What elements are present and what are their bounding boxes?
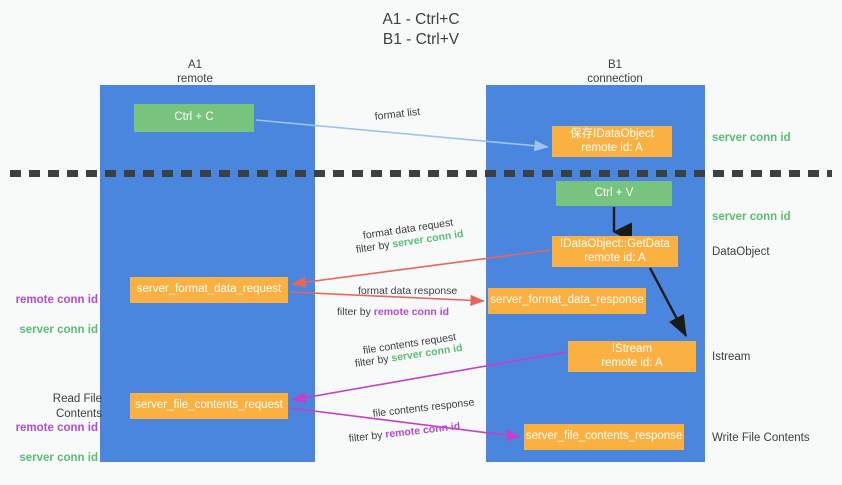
node-save-idataobject[interactable]: 保存IDataObject remote id: A (552, 126, 672, 157)
label-server-conn-id-mid: server conn id (712, 211, 791, 223)
filter-by-text: filter by (355, 238, 394, 256)
node-server-file-contents-request[interactable]: server_file_contents_request (130, 393, 288, 419)
node-ctrl-c[interactable]: Ctrl + C (134, 104, 254, 132)
label-server-conn-id: server conn id (19, 324, 98, 336)
edge-label-file-contents-response-filter: filter by remote conn id (348, 419, 461, 446)
filter-by-text-3: filter by (354, 352, 393, 370)
node-server-format-data-response[interactable]: server_format_data_response (488, 288, 646, 314)
node-server-file-contents-response[interactable]: server_file_contents_response (524, 424, 684, 450)
label-remote-conn-id-2: remote conn id (15, 422, 98, 434)
edge-label-format-data-response-filter: filter by remote conn id (337, 305, 449, 319)
node-idataobject-getdata[interactable]: IDataObject::GetData remote id: A (552, 236, 678, 267)
column-header-a1: A1 remote (177, 59, 213, 85)
filter-by-text-2: filter by (337, 306, 374, 318)
label-write-file-contents: Write File Contents (712, 432, 810, 444)
filter-by-text-4: filter by (348, 428, 387, 445)
label-left-conn-ids-file: remote conn id server conn id (10, 406, 98, 466)
node-ctrl-v[interactable]: Ctrl + V (556, 181, 672, 206)
label-read-file-contents: Read File Contents (52, 393, 102, 420)
label-remote-conn-id: remote conn id (15, 294, 98, 306)
node-server-format-data-request[interactable]: server_format_data_request (130, 277, 288, 303)
separator-dashed-line (10, 170, 832, 177)
column-header-b1: B1 connection (587, 59, 643, 85)
edge-label-format-list: format list (374, 105, 421, 123)
remote-conn-id-text: remote conn id (373, 306, 450, 318)
edge-label-file-contents-response: file contents response (372, 396, 475, 420)
label-left-conn-ids-format: remote conn id server conn id (10, 278, 98, 338)
page-title: A1 - Ctrl+C B1 - Ctrl+V (382, 11, 460, 48)
remote-conn-id-text-2: remote conn id (384, 420, 461, 441)
label-istream: Istream (712, 351, 751, 363)
label-server-conn-id-2: server conn id (19, 452, 98, 464)
edge-label-format-data-response: format data response (358, 285, 458, 297)
label-dataobject: DataObject (712, 246, 770, 258)
node-istream[interactable]: IStream remote id: A (568, 341, 696, 372)
label-server-conn-id-top: server conn id (712, 132, 791, 144)
